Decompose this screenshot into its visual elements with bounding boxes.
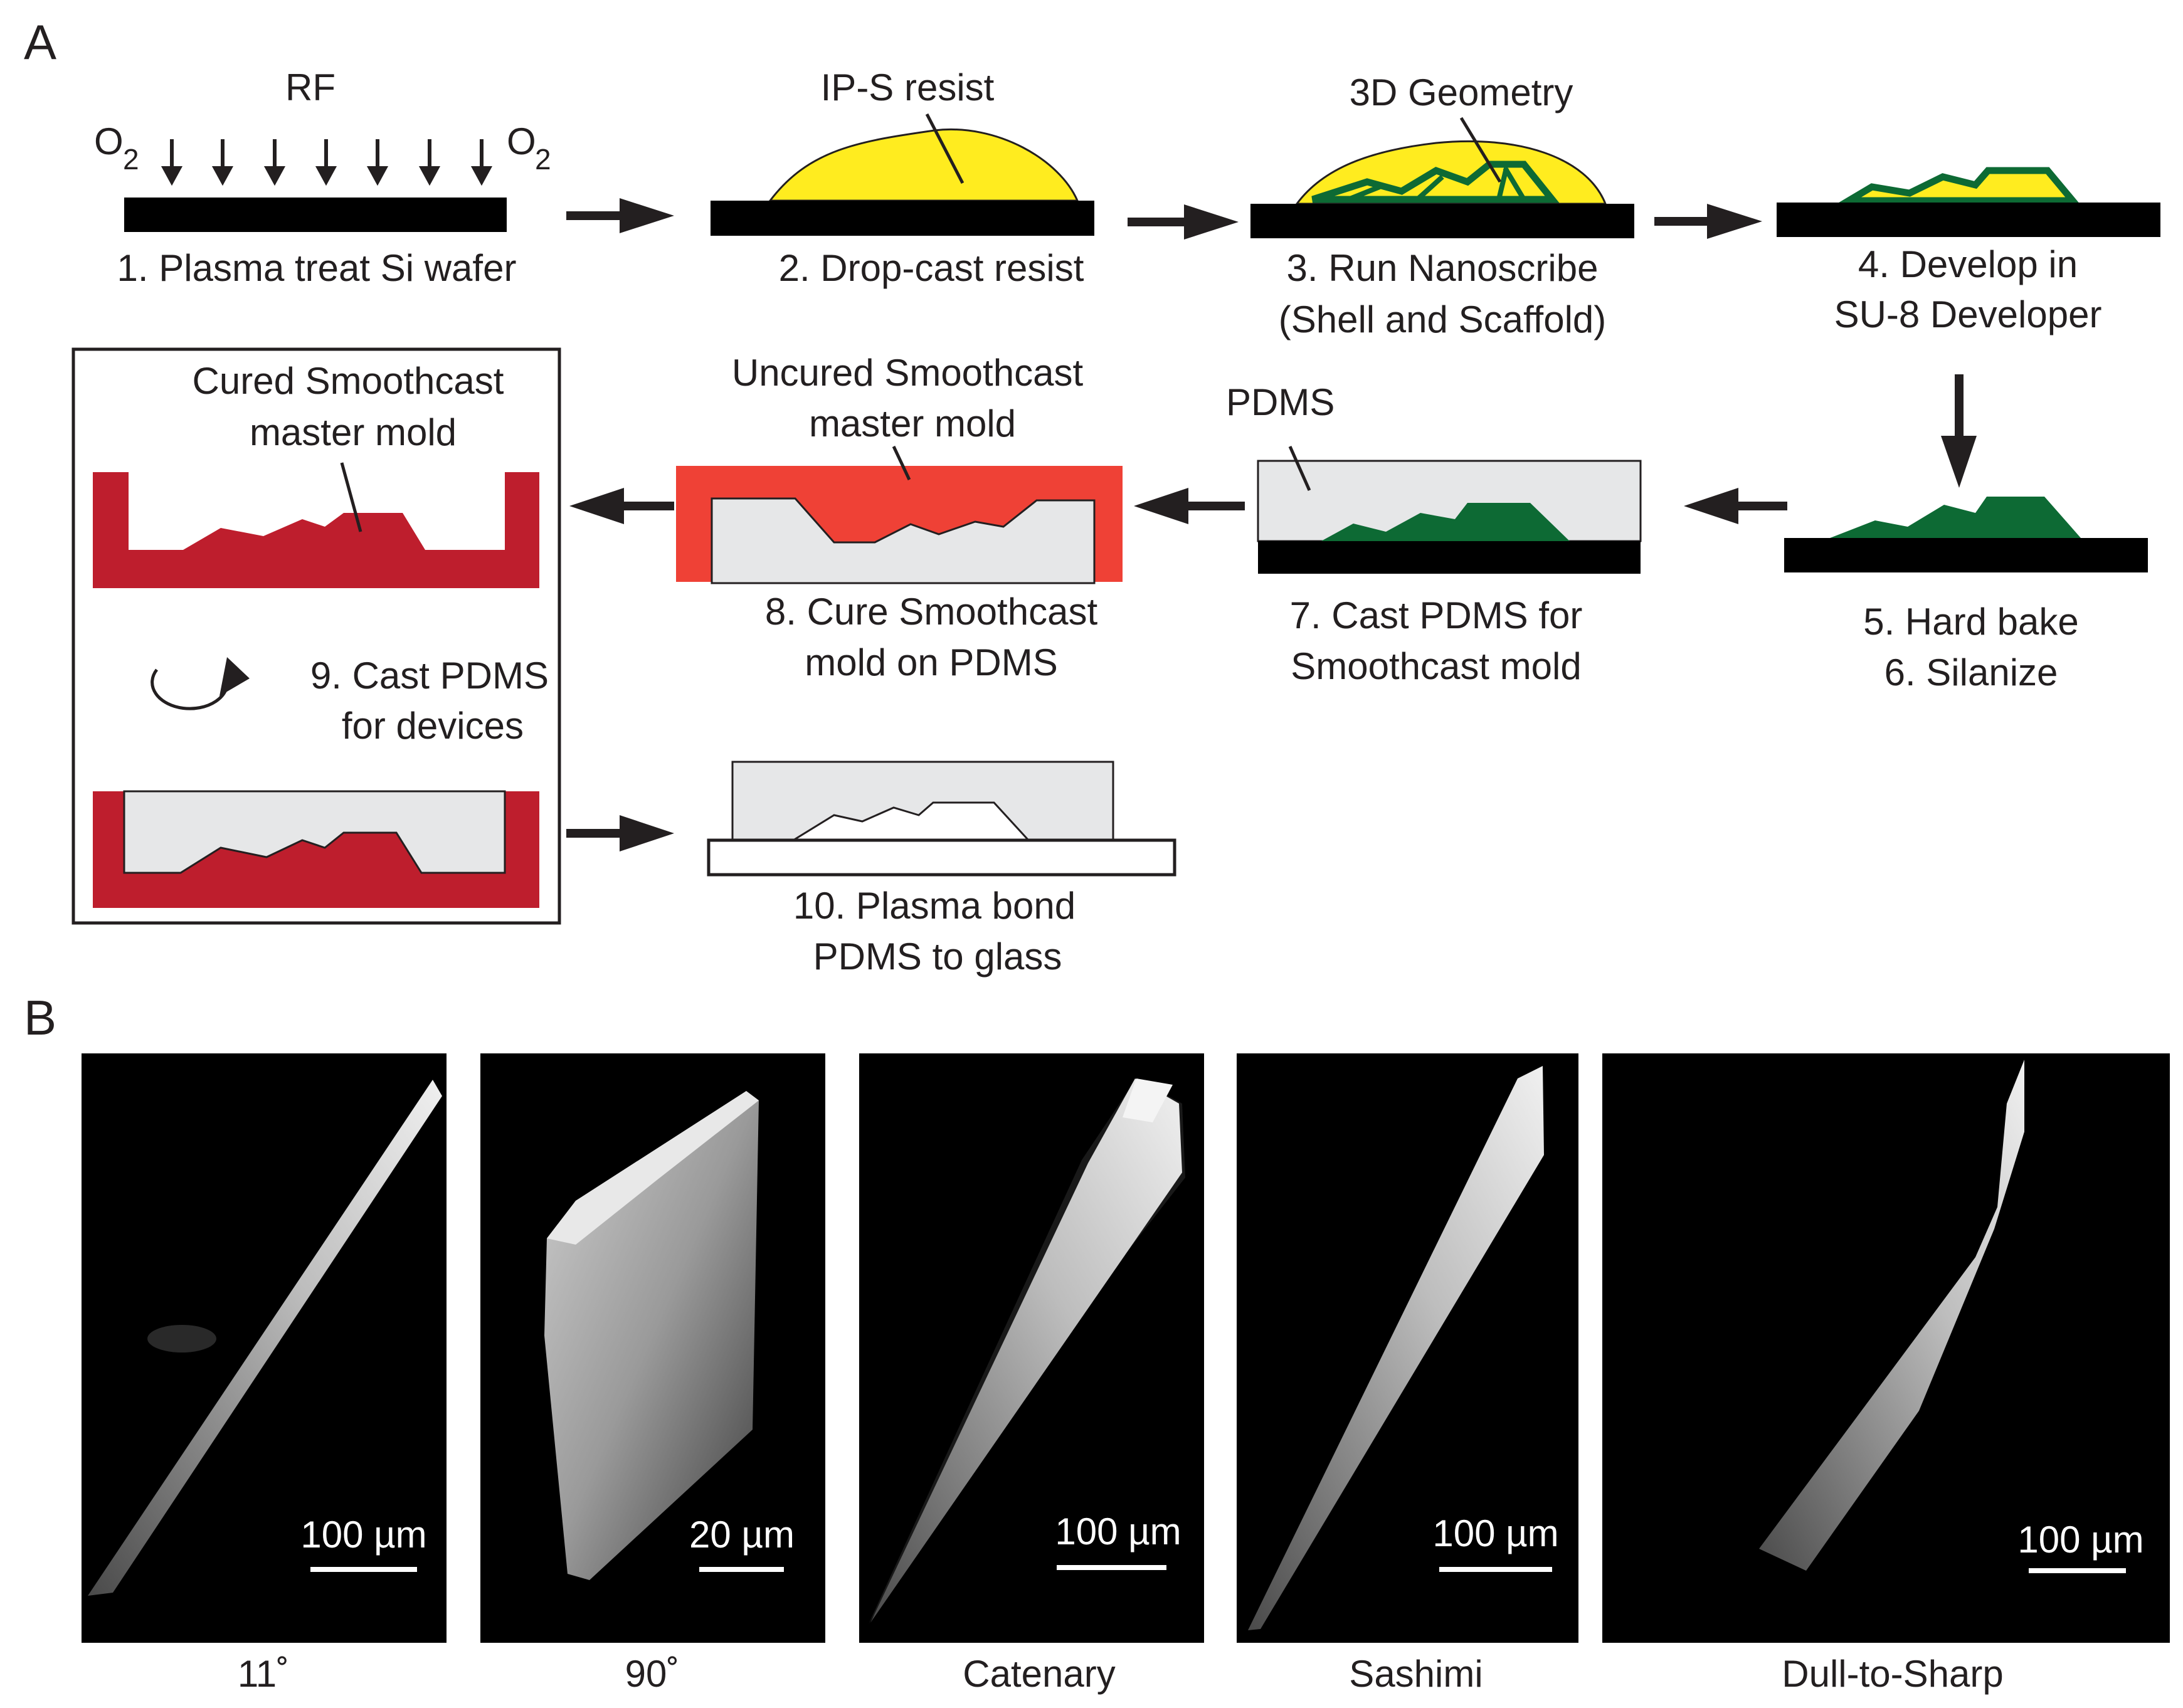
uncured-callout-line — [892, 445, 911, 481]
step-8-caption-line-1: 8. Cure Smoothcast — [765, 591, 1098, 633]
step-8-caption-line-2: mold on PDMS — [805, 641, 1057, 683]
micrograph-label: Dull-to-Sharp — [1782, 1653, 2003, 1695]
arrow-3-4 — [1654, 204, 1762, 239]
pdms-negative-step-8 — [711, 497, 1096, 584]
cured-callout-line-1: Cured Smoothcast — [193, 360, 504, 402]
step-9: Cured Smoothcast master mold 9. Cast PDM… — [71, 347, 561, 925]
step-4-caption-line-2: SU-8 Developer — [1834, 293, 2102, 335]
wafer-step-2 — [711, 201, 1094, 236]
o2-left-label: O — [94, 120, 124, 162]
cast-pdms-in-mold — [123, 790, 506, 874]
o2-right-label: O — [507, 120, 536, 162]
developed-structure-step-4 — [1836, 167, 2080, 204]
arrow-6-7 — [1684, 488, 1787, 524]
geometry-callout: 3D Geometry — [1350, 71, 1573, 113]
micrograph-sashimi: 100 µm Sashimi — [1237, 1053, 1578, 1695]
arrow-7-8 — [1134, 488, 1245, 524]
needle-tip-facet — [1123, 1078, 1173, 1122]
mold-with-pdms-frame — [93, 791, 539, 908]
micrograph-label: Catenary — [963, 1653, 1115, 1695]
wafer-step-4 — [1777, 203, 2160, 237]
structure-step-7 — [1319, 503, 1571, 542]
scale-bar-label: 100 µm — [2017, 1519, 2143, 1561]
resist-callout: IP-S resist — [821, 66, 995, 108]
scale-bar-label: 100 µm — [1432, 1512, 1558, 1554]
needle-top-face — [547, 1091, 759, 1245]
wafer-step-3 — [1250, 204, 1634, 238]
needle-shaft — [1759, 1060, 2024, 1571]
bonded-pdms-device — [731, 761, 1114, 841]
arrow-4-5 — [1941, 374, 1977, 488]
cured-master-mold — [93, 472, 539, 588]
structure-step-5-6 — [1830, 497, 2081, 538]
step-5-6: 5. Hard bake 6. Silanize — [1784, 497, 2148, 693]
step-9-caption-line-2: for devices — [342, 705, 524, 747]
wafer-step-5-6 — [1784, 538, 2148, 572]
step-2: IP-S resist 2. Drop-cast resist — [711, 66, 1094, 289]
step-7-caption-line-1: 7. Cast PDMS for — [1290, 594, 1583, 636]
needle-shaft — [870, 1078, 1182, 1623]
pdms-callout-line — [1288, 445, 1311, 492]
arrow-1-2 — [566, 198, 674, 233]
o2-right-subscript: 2 — [535, 143, 551, 176]
needle-shaft — [88, 1080, 442, 1596]
step-2-caption: 2. Drop-cast resist — [779, 247, 1084, 289]
step-3-caption-line-1: 3. Run Nanoscribe — [1287, 247, 1599, 289]
scale-bar-label: 100 µm — [1055, 1510, 1181, 1552]
pdms-callout: PDMS — [1226, 381, 1335, 423]
step-5-6-caption-line-1: 5. Hard bake — [1863, 601, 2079, 643]
micrograph-11-deg: 100 µm 11˚ — [82, 1053, 447, 1695]
micrograph-label: 90˚ — [625, 1653, 680, 1695]
resist-callout-line — [925, 113, 965, 184]
step-1: RF O 2 O 2 1. Plasma treat Si wafer — [94, 66, 551, 289]
scale-bar-label: 20 µm — [689, 1514, 795, 1556]
micrograph-90-deg: 20 µm 90˚ — [480, 1053, 825, 1695]
micrograph-background — [1602, 1053, 2170, 1643]
scale-bar-label: 100 µm — [300, 1514, 426, 1556]
si-wafer — [124, 198, 507, 232]
micrograph-label: 11˚ — [238, 1653, 289, 1695]
wafer-step-7 — [1258, 541, 1641, 574]
micrograph-catenary: 100 µm Catenary — [859, 1053, 1204, 1695]
uncured-callout-line-1: Uncured Smoothcast — [732, 352, 1084, 394]
cured-callout-line-2: master mold — [250, 411, 457, 453]
step-4-caption-line-1: 4. Develop in — [1858, 243, 2078, 285]
ip-s-resist-drop — [768, 129, 1079, 202]
arrow-9-10 — [566, 815, 674, 851]
step-4: 4. Develop in SU-8 Developer — [1777, 167, 2160, 335]
step-10: 10. Plasma bond PDMS to glass — [707, 761, 1176, 978]
glass-slide — [707, 838, 1176, 877]
step-7-caption-line-2: Smoothcast mold — [1291, 645, 1582, 687]
panel-b-letter: B — [24, 990, 56, 1045]
arrow-8-9 — [569, 488, 674, 524]
arrow-2-3 — [1128, 204, 1239, 240]
rf-label: RF — [285, 66, 336, 108]
step-3: 3D Geometry 3. Run Nanoscribe (Shell and… — [1250, 71, 1634, 340]
needle-shaft — [1248, 1066, 1544, 1630]
cured-callout-line — [340, 462, 362, 532]
step-1-caption: 1. Plasma treat Si wafer — [117, 247, 517, 289]
step-9-caption-line-1: 9. Cast PDMS — [310, 655, 549, 697]
step-5-6-caption-line-2: 6. Silanize — [1884, 651, 2058, 693]
uncured-callout-line-2: master mold — [809, 403, 1016, 445]
needle-artifact — [147, 1325, 216, 1352]
cycle-arrow-icon — [151, 668, 230, 710]
o2-left-subscript: 2 — [123, 143, 139, 176]
panel-a-letter: A — [24, 14, 56, 70]
step-10-caption-line-1: 10. Plasma bond — [793, 885, 1076, 927]
step-8: Uncured Smoothcast master mold 8. Cure S… — [676, 352, 1123, 683]
3d-geometry-scaffold — [1347, 166, 1526, 202]
micrograph-dull-to-sharp: 100 µm Dull-to-Sharp — [1602, 1053, 2170, 1695]
plasma-arrows — [161, 139, 493, 186]
step-9-frame — [71, 347, 561, 925]
geometry-callout-line — [1459, 117, 1502, 183]
step-3-caption-line-2: (Shell and Scaffold) — [1279, 298, 1607, 340]
step-10-caption-line-2: PDMS to glass — [813, 936, 1062, 978]
cycle-arrow-head-icon — [219, 657, 250, 696]
micrograph-label: Sashimi — [1349, 1653, 1483, 1695]
step-7: PDMS 7. Cast PDMS for Smoothcast mold — [1226, 381, 1642, 687]
